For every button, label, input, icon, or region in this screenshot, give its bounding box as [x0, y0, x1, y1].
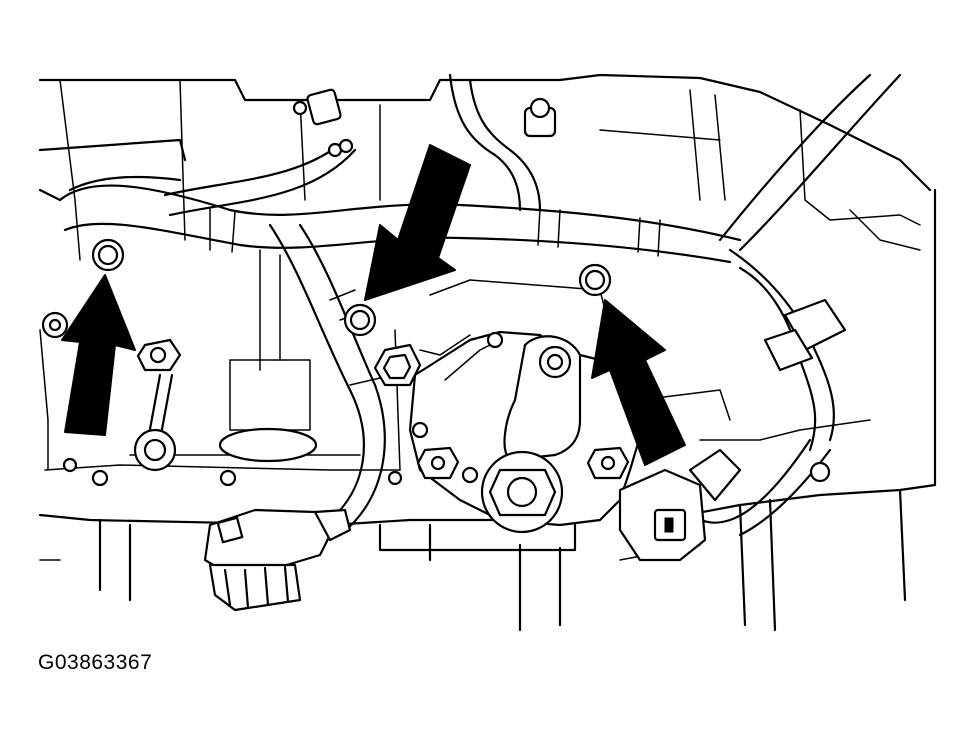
speed-sensor-connector	[203, 508, 352, 612]
oil-pan-plug-recess	[218, 427, 318, 463]
mounting-bolt-left	[91, 238, 125, 272]
mounting-bolt-center	[343, 303, 377, 337]
figure-id-label: G03863367	[38, 651, 153, 674]
park-neutral-switch	[373, 330, 647, 534]
mounting-bolt-right	[578, 263, 612, 297]
arrow-center	[364, 144, 471, 301]
top-bolt	[523, 97, 557, 138]
switch-connector	[618, 448, 742, 562]
harness-clip-right	[763, 298, 847, 372]
harness-clip-top	[292, 88, 354, 158]
pan-studs	[62, 457, 831, 487]
arrow-right	[591, 299, 686, 466]
left-linkage	[41, 311, 182, 472]
arrow-left	[61, 274, 136, 436]
